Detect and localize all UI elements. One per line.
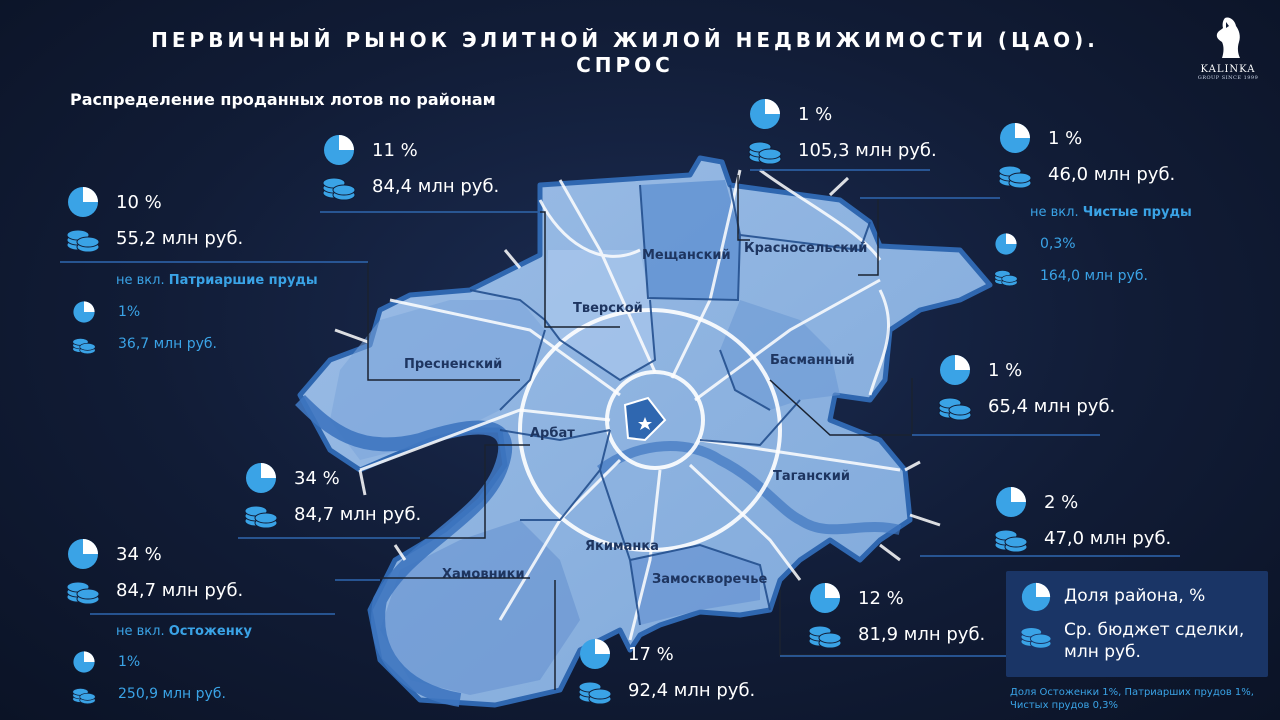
khamovniki-excl-budget: 250,9 млн руб. bbox=[118, 686, 226, 702]
pie-chart-icon bbox=[940, 355, 970, 385]
district-label-basmanny: Басманный bbox=[770, 353, 855, 368]
callout-separators bbox=[60, 169, 1180, 657]
district-label-zamoskvorechye: Замоскворечье bbox=[652, 572, 768, 587]
moskva-river bbox=[295, 395, 513, 707]
kremlin-star-icon bbox=[638, 417, 652, 430]
pie-chart-icon bbox=[580, 639, 610, 669]
pie-chart-icon bbox=[68, 187, 98, 217]
coin-stack-icon bbox=[66, 581, 100, 605]
pie-chart-icon bbox=[68, 539, 98, 569]
district-label-presnensky: Пресненский bbox=[404, 357, 502, 372]
presnensky-excl-name: Патриаршие пруды bbox=[168, 273, 318, 288]
presnensky-excl-budget: 36,7 млн руб. bbox=[118, 336, 217, 352]
coin-stack-icon bbox=[998, 165, 1032, 189]
pie-chart-icon bbox=[1000, 123, 1030, 153]
pie-chart-icon bbox=[810, 583, 840, 613]
krasnoselsky-budget: 46,0 млн руб. bbox=[1048, 163, 1176, 185]
district-label-arbat: Арбат bbox=[530, 426, 575, 441]
coin-stack-icon bbox=[72, 338, 96, 355]
pie-chart-icon bbox=[73, 651, 95, 673]
coin-stack-icon bbox=[994, 529, 1028, 553]
district-label-tverskoy: Тверской bbox=[573, 301, 643, 316]
logo-name: KALINKA bbox=[1200, 64, 1256, 75]
district-label-yakimanka: Якиманка bbox=[585, 539, 659, 554]
company-logo: KALINKA GROUP SINCE 1999 bbox=[1196, 16, 1260, 90]
zamoskvorechye-share: 12 % bbox=[858, 587, 904, 609]
district-label-khamovniki: Хамовники bbox=[442, 567, 525, 582]
yakimanka-share: 17 % bbox=[628, 643, 674, 665]
basmanny-budget: 65,4 млн руб. bbox=[988, 395, 1116, 417]
presnensky-excl-share: 1% bbox=[118, 304, 141, 320]
tagansky-share: 2 % bbox=[1044, 491, 1079, 513]
district-label-krasnoselsky: Красносельский bbox=[744, 241, 867, 256]
krasnoselsky-excl-budget: 164,0 млн руб. bbox=[1040, 268, 1148, 284]
tagansky-budget: 47,0 млн руб. bbox=[1044, 527, 1172, 549]
tverskoy-budget: 84,4 млн руб. bbox=[372, 175, 500, 197]
coin-stack-icon bbox=[1020, 627, 1052, 649]
presnensky-budget: 55,2 млн руб. bbox=[116, 227, 244, 249]
pie-chart-icon bbox=[995, 233, 1017, 255]
coin-stack-icon bbox=[578, 681, 612, 705]
pie-chart-icon bbox=[246, 463, 276, 493]
footnote: Доля Остоженки 1%, Патриарших прудов 1%,… bbox=[1010, 687, 1254, 711]
tverskoy-share: 11 % bbox=[372, 139, 418, 161]
map-subtitle: Распределение проданных лотов по районам bbox=[70, 90, 496, 109]
district-meshchansky-area bbox=[640, 180, 740, 300]
khamovniki-excl-note: не вкл. Остоженку bbox=[116, 624, 252, 639]
page-title-line1: ПЕРВИЧНЫЙ РЫНОК ЭЛИТНОЙ ЖИЛОЙ НЕДВИЖИМОС… bbox=[151, 28, 1099, 52]
krasnoselsky-excl-share: 0,3% bbox=[1040, 236, 1076, 252]
yakimanka-budget: 92,4 млн руб. bbox=[628, 679, 756, 701]
logo-tagline: GROUP SINCE 1999 bbox=[1197, 75, 1259, 81]
presnensky-excl-note: не вкл. Патриаршие пруды bbox=[116, 273, 318, 288]
arbat-share: 34 % bbox=[294, 467, 340, 489]
coin-stack-icon bbox=[938, 397, 972, 421]
legend-budget-label: Ср. бюджет сделки, млн руб. bbox=[1064, 620, 1245, 662]
coin-stack-icon bbox=[72, 688, 96, 705]
pie-chart-icon bbox=[1021, 582, 1051, 612]
coin-stack-icon bbox=[244, 505, 278, 529]
boundary-ticks bbox=[334, 176, 941, 562]
krasnoselsky-excl-name: Чистые пруды bbox=[1082, 205, 1192, 220]
khamovniki-share: 34 % bbox=[116, 543, 162, 565]
pie-chart-icon bbox=[73, 301, 95, 323]
page-title-line2: СПРОС bbox=[576, 53, 674, 77]
coin-stack-icon bbox=[322, 177, 356, 201]
coin-stack-icon bbox=[66, 229, 100, 253]
arbat-budget: 84,7 млн руб. bbox=[294, 503, 422, 525]
zamoskvorechye-budget: 81,9 млн руб. bbox=[858, 623, 986, 645]
coin-stack-icon bbox=[748, 141, 782, 165]
presnensky-share: 10 % bbox=[116, 191, 162, 213]
district-boundaries bbox=[469, 184, 871, 626]
basmanny-share: 1 % bbox=[988, 359, 1023, 381]
district-label-tagansky: Таганский bbox=[773, 469, 850, 484]
radial-roads bbox=[359, 168, 901, 641]
district-basmanny-area bbox=[720, 300, 840, 410]
pie-chart-icon bbox=[996, 487, 1026, 517]
pie-chart-icon bbox=[750, 99, 780, 129]
coin-stack-icon bbox=[808, 625, 842, 649]
legend-share-label: Доля района, % bbox=[1064, 586, 1206, 606]
horse-head-icon bbox=[1216, 17, 1240, 58]
krasnoselsky-excl-note: не вкл. Чистые пруды bbox=[1030, 205, 1192, 220]
krasnoselsky-share: 1 % bbox=[1048, 127, 1083, 149]
pie-chart-icon bbox=[324, 135, 354, 165]
page-title: ПЕРВИЧНЫЙ РЫНОК ЭЛИТНОЙ ЖИЛОЙ НЕДВИЖИМОС… bbox=[0, 28, 1250, 78]
meshchansky-share: 1 % bbox=[798, 103, 833, 125]
district-label-meshchansky: Мещанский bbox=[642, 248, 731, 263]
khamovniki-budget: 84,7 млн руб. bbox=[116, 579, 244, 601]
coin-stack-icon bbox=[994, 270, 1018, 287]
meshchansky-budget: 105,3 млн руб. bbox=[798, 139, 937, 161]
khamovniki-excl-name: Остоженку bbox=[168, 624, 252, 639]
map-legend: Доля района, % Ср. бюджет сделки, млн ру… bbox=[1006, 571, 1268, 677]
district-zamoskvorechye-area bbox=[630, 545, 760, 625]
district-khamovniki-area bbox=[380, 520, 580, 695]
khamovniki-excl-share: 1% bbox=[118, 654, 141, 670]
